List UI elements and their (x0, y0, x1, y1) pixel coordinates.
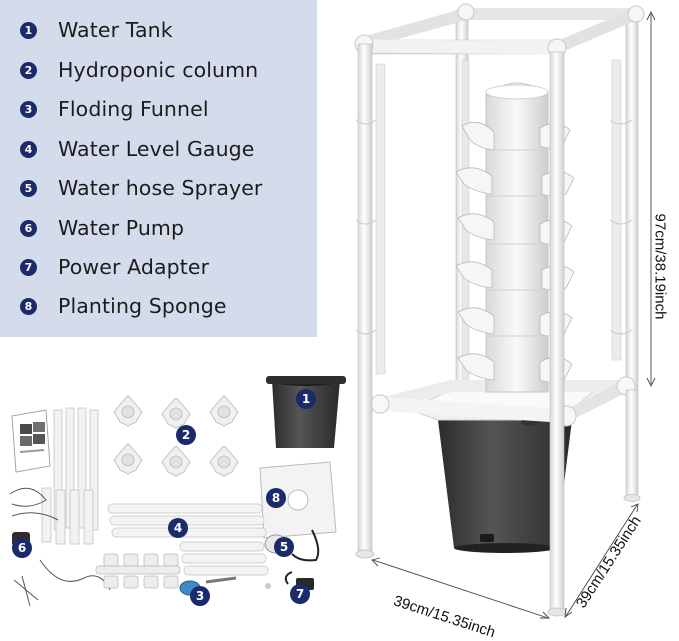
planting-pods (113, 395, 239, 477)
legend-label: Water Pump (58, 216, 185, 240)
legend-label: Hydroponic column (58, 58, 259, 82)
tower-front-posts (355, 43, 641, 617)
legend-number-badge: 1 (20, 21, 37, 39)
part-badge-4: 4 (168, 518, 188, 538)
legend-item: 8 Planting Sponge (20, 292, 227, 320)
legend-item: 6 Water Pump (20, 214, 184, 242)
part-badge-8: 8 (266, 488, 286, 508)
pipe-connectors (95, 553, 181, 589)
legend-item: 7 Power Adapter (20, 253, 209, 281)
legend-number-badge: 8 (20, 297, 37, 315)
legend-item: 1 Water Tank (20, 16, 173, 44)
legend-number-badge: 3 (20, 100, 37, 118)
part-badge-7: 7 (290, 584, 310, 604)
legend-number-badge: 4 (20, 140, 37, 158)
legend-item: 3 Floding Funnel (20, 95, 209, 123)
height-dimension-label: 97cm/38.19inch (651, 213, 669, 320)
planting-sponge (259, 461, 337, 539)
legend-label: Water Tank (58, 18, 173, 42)
legend-item: 5 Water hose Sprayer (20, 174, 262, 202)
part-badge-3: 3 (190, 586, 210, 606)
part-badge-1: 1 (296, 389, 316, 409)
water-tank-part (266, 376, 346, 448)
legend-number-badge: 2 (20, 61, 37, 79)
instruction-booklet (11, 409, 51, 473)
legend-label: Water hose Sprayer (58, 176, 263, 200)
legend-label: Planting Sponge (58, 294, 227, 318)
legend-label: Power Adapter (58, 255, 210, 279)
frame-pipes (107, 503, 269, 576)
part-badge-2: 2 (176, 425, 196, 445)
water-tank-assembled (438, 420, 572, 553)
legend-number-badge: 6 (20, 219, 37, 237)
legend-item: 4 Water Level Gauge (20, 135, 255, 163)
legend-label: Water Level Gauge (58, 137, 255, 161)
power-cables (9, 487, 111, 607)
part-badge-6: 6 (12, 538, 32, 558)
legend-label: Floding Funnel (58, 97, 209, 121)
legend-item: 2 Hydroponic column (20, 56, 258, 84)
part-badge-5: 5 (274, 537, 294, 557)
legend-number-badge: 5 (20, 179, 37, 197)
legend-panel: 1 Water Tank 2 Hydroponic column 3 Flodi… (0, 0, 317, 337)
led-light-bars (41, 407, 99, 545)
legend-number-badge: 7 (20, 258, 37, 276)
dimension-lines (371, 10, 656, 619)
